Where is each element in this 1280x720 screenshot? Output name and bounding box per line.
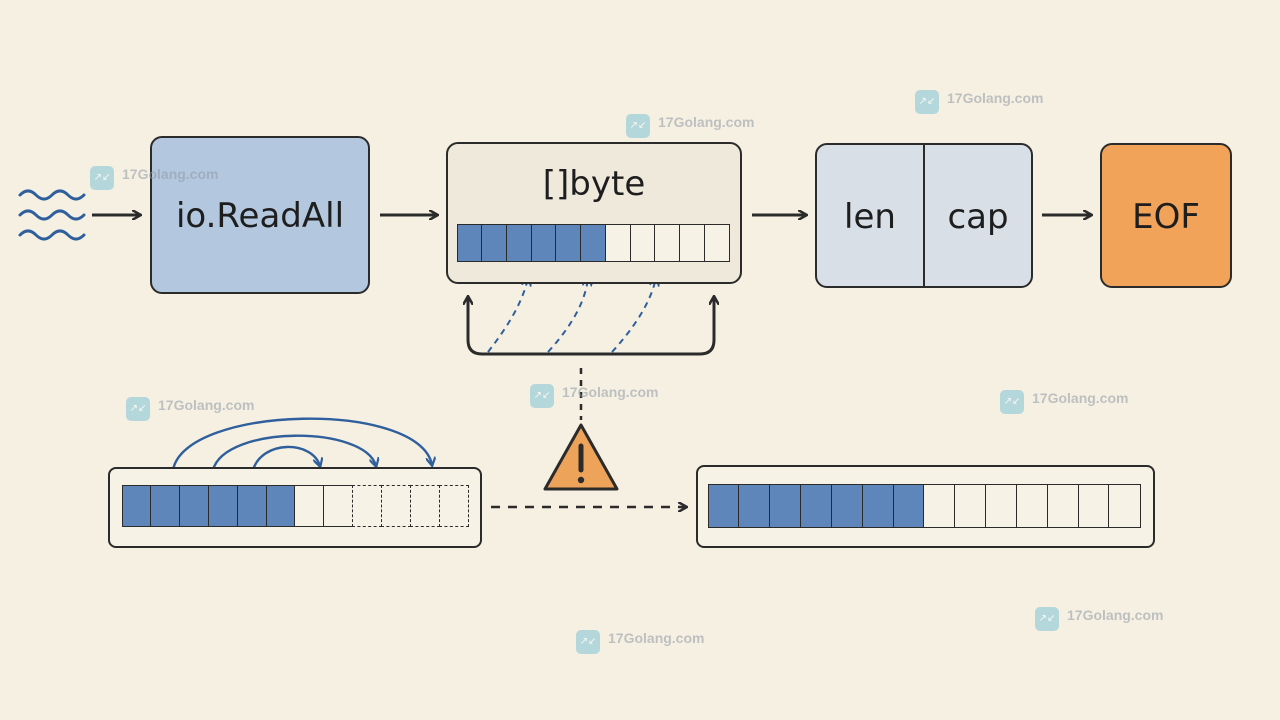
reserved-byte-cell <box>352 485 383 527</box>
filled-byte-cell <box>505 224 533 262</box>
filled-byte-cell <box>555 224 582 262</box>
reserved-byte-cell <box>438 485 469 527</box>
filled-byte-cell <box>481 224 508 262</box>
byte-slice-node: []byte <box>446 142 742 284</box>
watermark-text: 17Golang.com <box>562 384 659 400</box>
empty-byte-cell <box>1077 484 1110 528</box>
filled-byte-cell <box>830 484 864 528</box>
empty-byte-cell <box>923 484 956 528</box>
readall-label: io.ReadAll <box>175 196 345 236</box>
old-buffer-cells <box>121 485 469 527</box>
readall-node: io.ReadAll <box>150 136 370 294</box>
empty-byte-cell <box>604 224 632 262</box>
watermark-text: 17Golang.com <box>658 114 755 130</box>
filled-byte-cell <box>707 484 740 528</box>
empty-byte-cell <box>1015 484 1049 528</box>
cap-label: cap <box>947 197 1009 237</box>
filled-byte-cell <box>800 484 833 528</box>
filled-byte-cell <box>530 224 557 262</box>
filled-byte-cell <box>892 484 925 528</box>
watermark-logo-icon: ↗↙ <box>126 397 150 421</box>
eof-label: EOF <box>1132 197 1200 237</box>
watermark-text: 17Golang.com <box>947 90 1044 106</box>
empty-byte-cell <box>678 224 706 262</box>
reserved-byte-cell <box>380 485 412 527</box>
watermark-logo-icon: ↗↙ <box>530 384 554 408</box>
byte-slice-cells <box>456 224 730 262</box>
watermark: ↗↙ 17Golang.com <box>915 90 1043 114</box>
len-label: len <box>844 197 896 237</box>
wave-input-icon <box>18 189 86 241</box>
empty-byte-cell <box>954 484 987 528</box>
len-cap-node: len cap <box>815 143 1033 288</box>
filled-byte-cell <box>265 485 296 527</box>
watermark-logo-icon: ↗↙ <box>90 166 114 190</box>
empty-byte-cell <box>323 485 354 527</box>
filled-byte-cell <box>738 484 771 528</box>
copy-arcs <box>171 417 432 471</box>
new-buffer-cells <box>707 484 1141 528</box>
filled-byte-cell <box>236 485 268 527</box>
fill-curves <box>487 278 656 353</box>
empty-byte-cell <box>1046 484 1080 528</box>
filled-byte-cell <box>769 484 802 528</box>
watermark-text: 17Golang.com <box>158 397 255 413</box>
filled-byte-cell <box>861 484 895 528</box>
empty-byte-cell <box>1108 484 1141 528</box>
watermark: ↗↙ 17Golang.com <box>126 397 254 421</box>
byte-slice-label: []byte <box>542 164 646 204</box>
filled-byte-cell <box>121 485 152 527</box>
watermark-text: 17Golang.com <box>1067 607 1164 623</box>
eof-node: EOF <box>1100 143 1232 288</box>
watermark-text: 17Golang.com <box>122 166 219 182</box>
empty-byte-cell <box>703 224 730 262</box>
watermark: ↗↙ 17Golang.com <box>1035 607 1163 631</box>
filled-byte-cell <box>207 485 239 527</box>
empty-byte-cell <box>629 224 656 262</box>
watermark-logo-icon: ↗↙ <box>915 90 939 114</box>
empty-byte-cell <box>294 485 325 527</box>
warning-icon <box>543 423 619 491</box>
watermark-logo-icon: ↗↙ <box>576 630 600 654</box>
watermark: ↗↙ 17Golang.com <box>1000 390 1128 414</box>
filled-byte-cell <box>456 224 483 262</box>
filled-byte-cell <box>179 485 210 527</box>
feedback-loop-arrow <box>466 297 714 356</box>
watermark: ↗↙ 17Golang.com <box>530 384 658 408</box>
watermark-text: 17Golang.com <box>1032 390 1129 406</box>
filled-byte-cell <box>150 485 181 527</box>
watermark-logo-icon: ↗↙ <box>626 114 650 138</box>
empty-byte-cell <box>654 224 681 262</box>
len-cap-divider <box>923 145 925 286</box>
empty-byte-cell <box>985 484 1018 528</box>
reserved-byte-cell <box>409 485 441 527</box>
filled-byte-cell <box>580 224 607 262</box>
watermark: ↗↙ 17Golang.com <box>626 114 754 138</box>
watermark: ↗↙ 17Golang.com <box>576 630 704 654</box>
watermark-logo-icon: ↗↙ <box>1035 607 1059 631</box>
watermark-logo-icon: ↗↙ <box>1000 390 1024 414</box>
watermark: ↗↙ 17Golang.com <box>90 166 218 190</box>
watermark-text: 17Golang.com <box>608 630 705 646</box>
